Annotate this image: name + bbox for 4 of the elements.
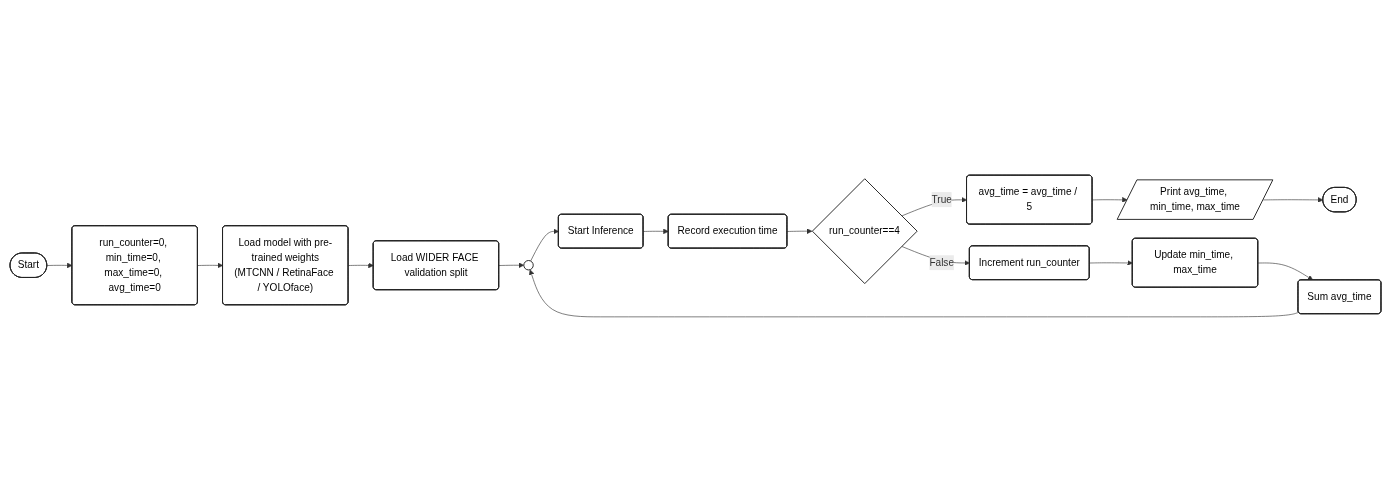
edge-label: True xyxy=(931,193,952,205)
node-circle xyxy=(523,260,534,271)
node-diamond: run_counter==4 xyxy=(811,178,918,285)
edge-label: False xyxy=(929,257,954,268)
